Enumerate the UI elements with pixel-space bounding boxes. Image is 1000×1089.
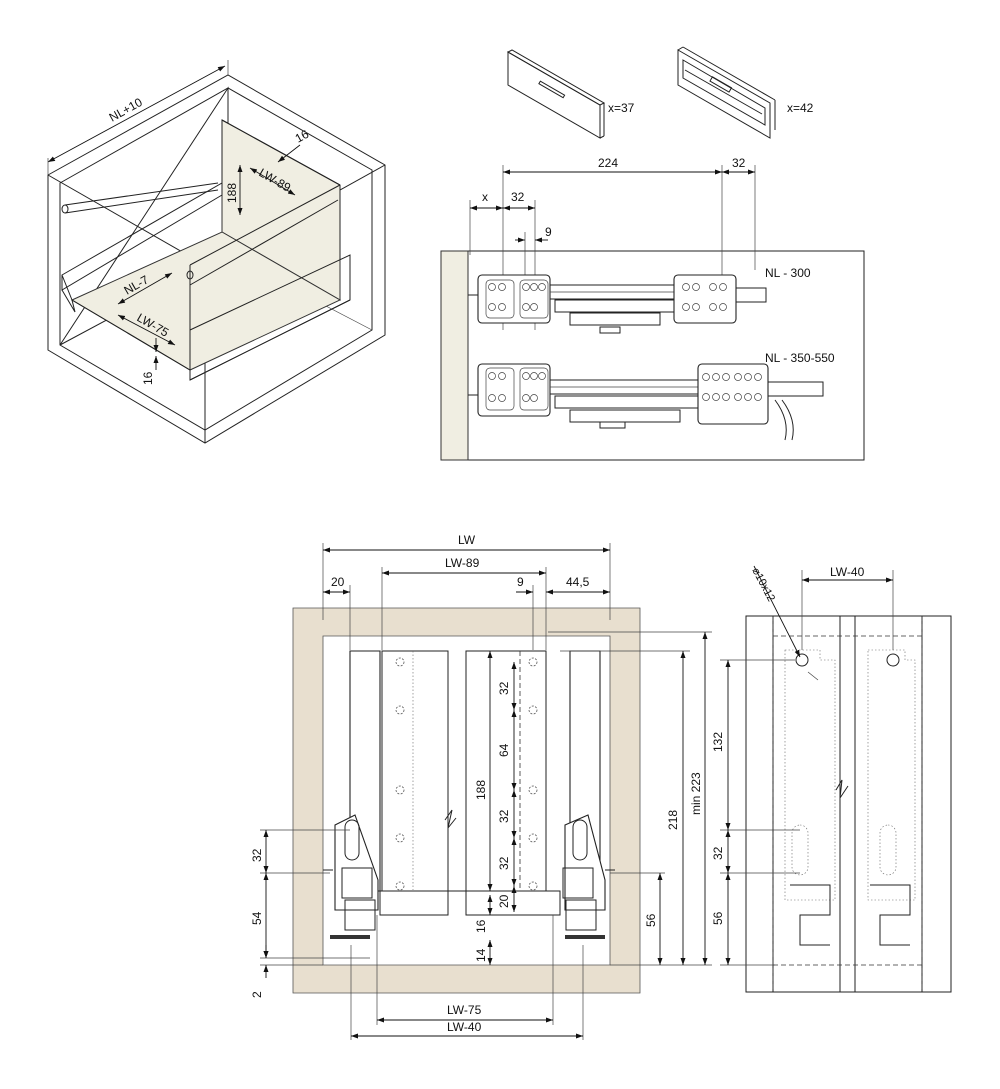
dim-188-label: 188 — [225, 183, 239, 203]
min-223-label: min 223 — [689, 772, 703, 815]
isometric-cabinet-view: NL+10 16 188 LW-89 NL-7 LW-75 16 — [47, 60, 386, 444]
dim-20-b-label: 20 — [497, 894, 511, 908]
dim-32-back-label: 32 — [711, 846, 725, 860]
dim-218-label: 218 — [666, 810, 680, 830]
nl-350-550-label: NL - 350-550 — [765, 351, 835, 365]
drawer-front-x42: x=42 — [677, 46, 814, 139]
x42-label: x=42 — [787, 101, 814, 115]
lw-75-front-label: LW-75 — [447, 1003, 482, 1017]
dim-32-left-label: 32 — [511, 190, 525, 204]
drawer-front-x37: x=37 — [506, 49, 635, 139]
dim-14-label: 14 — [474, 948, 488, 962]
fixing-plan-view: 224 32 x 32 9 — [440, 156, 865, 461]
dim-32-b-label: 32 — [497, 809, 511, 823]
dim-2-label: 2 — [250, 991, 264, 998]
lw-40-back-label: LW-40 — [830, 565, 865, 579]
dim-16-top-label: 16 — [293, 127, 312, 146]
dim-44-5-label: 44,5 — [566, 575, 590, 589]
nl-300-label: NL - 300 — [765, 266, 811, 280]
dim-56-front-label: 56 — [644, 913, 658, 927]
hole-column-left — [395, 651, 414, 891]
nl-300-runner — [468, 274, 767, 334]
dim-56-back-label: 56 — [711, 911, 725, 925]
dim-188-front-label: 188 — [474, 780, 488, 800]
dim-20-label: 20 — [331, 575, 345, 589]
dim-9-label: 9 — [545, 225, 552, 239]
nl-350-550-runner — [468, 363, 824, 441]
dim-32-c-label: 32 — [497, 856, 511, 870]
hole-spec-label: ⌀10x12 — [749, 566, 777, 604]
dim-54-label: 54 — [250, 911, 264, 925]
lw-40-front-label: LW-40 — [447, 1020, 482, 1034]
dim-9-front-label: 9 — [517, 575, 524, 589]
dim-x-label: x — [482, 190, 488, 204]
dim-32-right-label: 32 — [732, 156, 746, 170]
front-section-view: LW LW-89 20 9 44,5 32 64 32 32 20 188 16 — [250, 533, 712, 1040]
back-view: LW-40 ⌀10x12 132 32 56 — [711, 565, 952, 993]
lw-label: LW — [458, 533, 476, 547]
dim-16-bottom-label: 16 — [141, 371, 155, 385]
dim-32-left-front-label: 32 — [250, 848, 264, 862]
dim-132-label: 132 — [711, 732, 725, 752]
dim-16-front-label: 16 — [474, 919, 488, 933]
lw-89-front-label: LW-89 — [445, 556, 480, 570]
dim-64-label: 64 — [497, 743, 511, 757]
dim-224-label: 224 — [598, 156, 618, 170]
hole-column-right — [519, 651, 538, 891]
x37-label: x=37 — [608, 101, 635, 115]
dim-32-a-label: 32 — [497, 681, 511, 695]
